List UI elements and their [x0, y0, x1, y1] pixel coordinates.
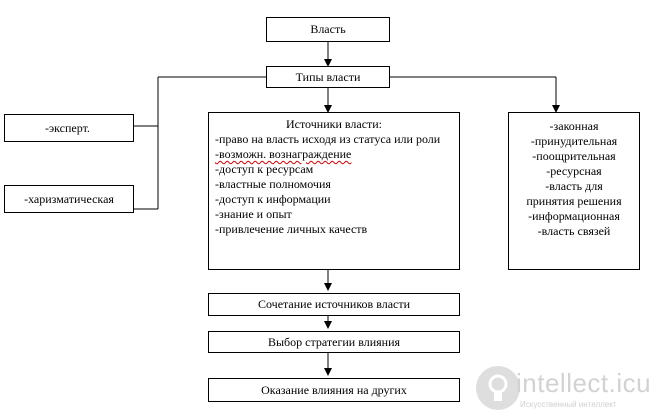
- bulb-icon: [488, 374, 508, 401]
- source-item: -знание и опыт: [215, 207, 292, 221]
- node-charismatic-label: -харизматическая: [24, 191, 114, 206]
- source-item: -властные полномочия: [215, 177, 331, 191]
- source-item: -доступ к ресурсам: [215, 162, 314, 176]
- watermark-logo-icon: [476, 366, 520, 410]
- watermark-subtitle: Искусственный интеллект: [520, 400, 617, 409]
- right-type-item: -законная: [549, 119, 599, 133]
- node-strategy: Выбор стратегии влияния: [208, 331, 460, 353]
- right-type-item: -поощрительная: [532, 149, 616, 163]
- node-charismatic: -харизматическая: [4, 185, 134, 213]
- node-influence: Оказание влияния на других: [208, 378, 460, 402]
- right-type-item: принятия решения: [526, 194, 622, 208]
- node-types-label: Типы власти: [295, 69, 361, 84]
- source-item: -возможн. вознаграждение: [215, 147, 352, 161]
- node-combination: Сочетание источников власти: [208, 293, 460, 316]
- node-sources-title: Источники власти:: [285, 117, 383, 131]
- node-expert-label: -эксперт.: [45, 120, 90, 135]
- source-item: -привлечение личных качеств: [215, 222, 368, 236]
- node-sources: Источники власти: -право на власть исход…: [208, 112, 460, 270]
- node-right-types: -законная -принудительная -поощрительная…: [508, 112, 640, 270]
- node-expert: -эксперт.: [4, 114, 134, 142]
- right-type-item: -принудительная: [530, 134, 618, 148]
- source-item: -право на власть исходя из статуса или р…: [215, 132, 441, 146]
- node-influence-label: Оказание влияния на других: [261, 382, 407, 397]
- node-power-label: Власть: [310, 22, 346, 36]
- node-types: Типы власти: [266, 66, 390, 88]
- node-combination-label: Сочетание источников власти: [257, 297, 411, 311]
- right-type-item: -ресурсная: [546, 164, 602, 178]
- source-item: -возможн. вознаграждение: [215, 147, 453, 162]
- right-type-item: -власть для: [545, 179, 603, 193]
- watermark: intellect.icu Искусственный интеллект: [472, 362, 662, 420]
- node-power: Власть: [266, 17, 390, 42]
- right-type-item: -информационная: [528, 209, 620, 223]
- node-strategy-label: Выбор стратегии влияния: [267, 334, 401, 349]
- right-type-item: -власть связей: [537, 224, 611, 238]
- watermark-text: intellect.icu: [516, 368, 652, 398]
- source-item: -доступ к информации: [215, 192, 331, 206]
